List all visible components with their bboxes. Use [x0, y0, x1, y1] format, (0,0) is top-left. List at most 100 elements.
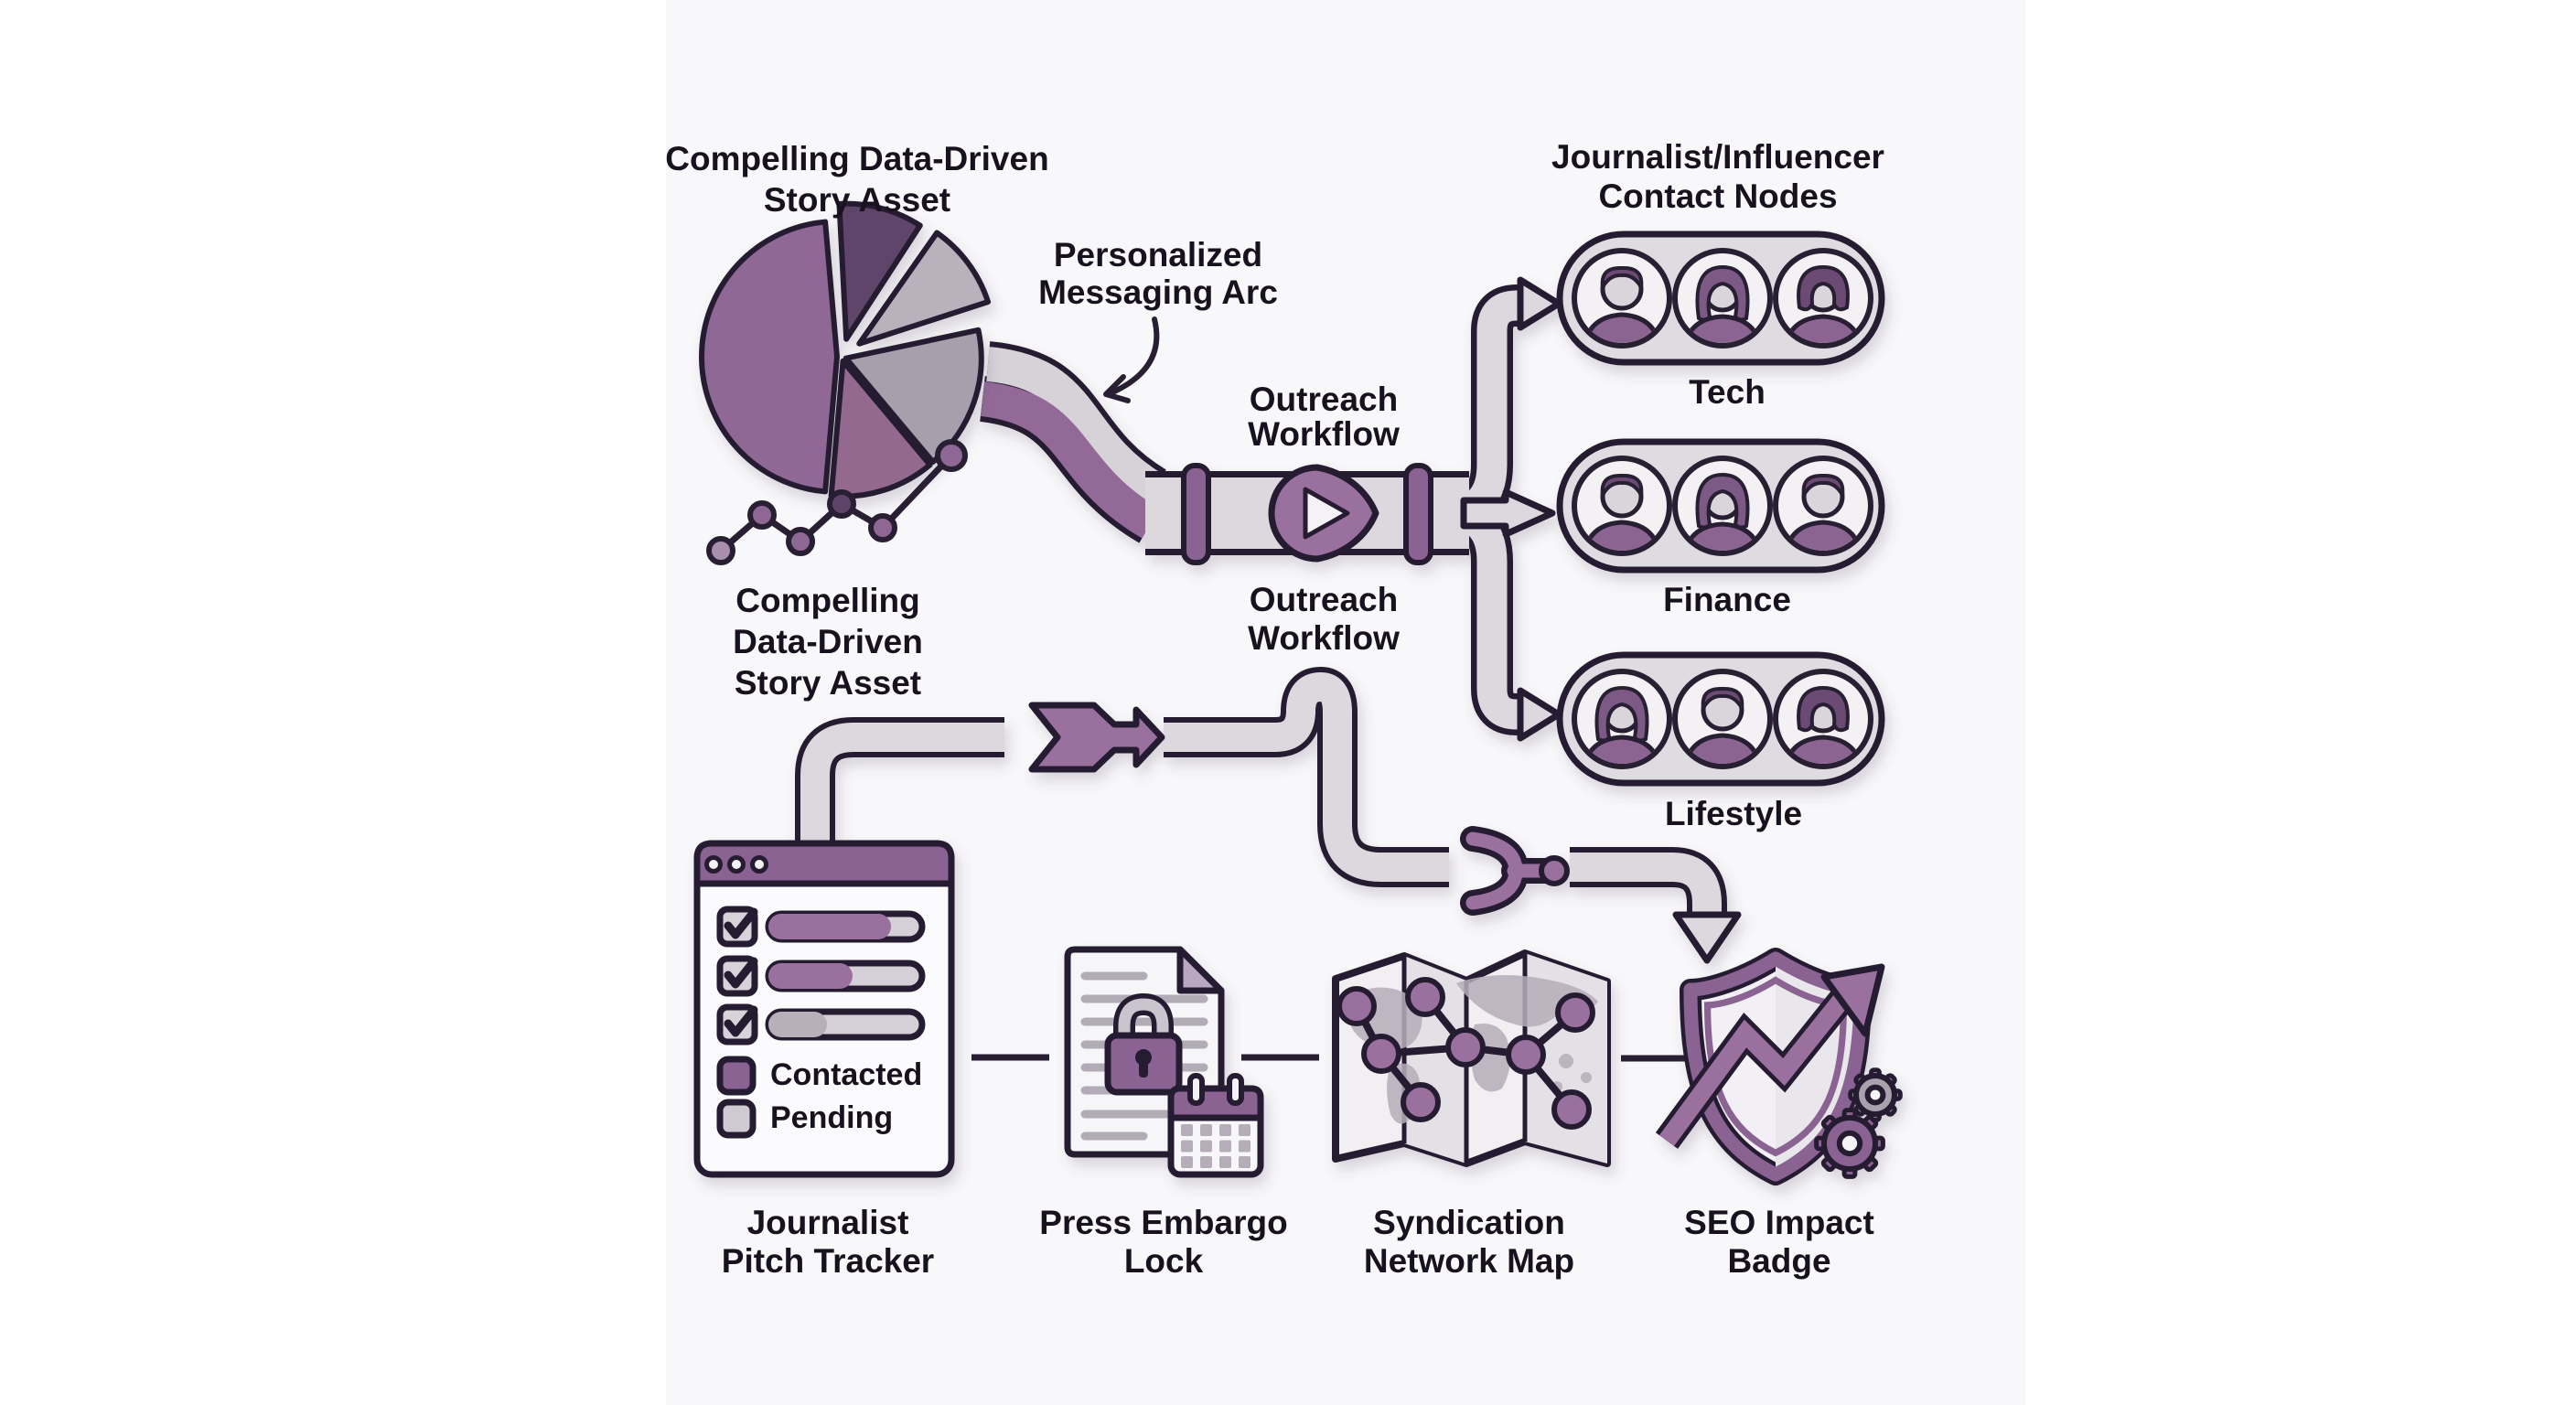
line-chart-dot — [827, 489, 856, 519]
map-label-line1: Syndication — [1373, 1204, 1565, 1241]
story-asset-side-line3: Story Asset — [735, 664, 921, 702]
window-dot-icon — [750, 855, 768, 874]
pie-slice — [856, 230, 992, 347]
legend-swatch — [716, 1056, 757, 1096]
pill-finance-label: Finance — [1663, 581, 1791, 618]
network-node — [1445, 1027, 1486, 1067]
avatar-icon — [1776, 251, 1871, 348]
calendar-grid — [1181, 1124, 1250, 1168]
arrowhead-to-lifestyle — [1517, 687, 1562, 742]
line-chart-dot — [935, 439, 968, 472]
network-node — [1506, 1035, 1546, 1075]
legend-pending-label: Pending — [770, 1100, 893, 1135]
outreach-bottom-label-line1: Outreach — [1250, 581, 1398, 618]
window-dot-icon — [704, 855, 723, 874]
progress-fill — [768, 914, 891, 939]
calendar-day-cell — [1181, 1124, 1193, 1136]
line-chart-dot — [786, 527, 815, 556]
embargo-label-line2: Lock — [1124, 1242, 1204, 1280]
syndication-map-icon — [1332, 949, 1611, 1167]
embargo-label-line1: Press Embargo — [1039, 1204, 1287, 1241]
outreach-top-label-line1: Outreach — [1250, 381, 1398, 418]
arrowhead-to-finance — [1460, 488, 1556, 538]
network-node — [1336, 986, 1377, 1026]
pipe-collar-right — [1403, 463, 1433, 565]
progress-fill — [768, 963, 853, 989]
folded-corner-icon — [1176, 946, 1225, 994]
gear-icon — [1814, 1108, 1885, 1179]
card-title-bar — [693, 840, 955, 887]
calendar-day-cell — [1200, 1124, 1212, 1136]
pie-slice — [836, 200, 923, 342]
arrowhead-to-tech — [1517, 276, 1562, 331]
pipe-collar-left — [1181, 463, 1211, 565]
checkmark-icon — [724, 957, 758, 989]
pie-slice — [698, 219, 840, 495]
calendar-day-cell — [1219, 1140, 1231, 1153]
calendar-day-cell — [1219, 1124, 1231, 1136]
play-button-icon — [1268, 464, 1379, 563]
messaging-arc-label-line2: Messaging Arc — [1038, 273, 1278, 311]
calendar-day-cell — [1181, 1156, 1193, 1168]
calendar-day-cell — [1200, 1156, 1212, 1168]
hairpin-pipe — [1164, 671, 1449, 882]
gear-icons — [1814, 1067, 1903, 1179]
map-label-line2: Network Map — [1364, 1242, 1574, 1280]
checkmark-icon — [724, 907, 758, 939]
story-asset-title-line1: Compelling Data-Driven — [665, 140, 1048, 177]
avatar-icon — [1574, 671, 1669, 768]
play-triangle-icon — [1303, 487, 1350, 540]
gear-icon — [1848, 1067, 1903, 1122]
line-chart-dot — [868, 513, 897, 542]
lock-icon — [1104, 992, 1183, 1096]
line-chart-dot — [747, 500, 777, 530]
tracker-elbow-pipe — [800, 723, 1004, 849]
pill-lifestyle — [1556, 651, 1885, 787]
legend-contacted-label: Contacted — [770, 1057, 922, 1092]
checkmark-icon — [724, 1005, 758, 1037]
calendar-icon — [1167, 1073, 1264, 1178]
avatar-icon — [1675, 671, 1770, 768]
outreach-bottom-label-line2: Workflow — [1248, 619, 1400, 657]
network-nodes — [1336, 977, 1595, 1130]
fork-fitting-icon — [1460, 826, 1570, 916]
contact-nodes-title-line1: Journalist/Influencer — [1551, 138, 1884, 176]
badge-pipe — [1570, 853, 1722, 917]
outreach-top-label-line2: Workflow — [1248, 415, 1400, 453]
calendar-ring-icon — [1227, 1073, 1244, 1106]
pill-finance — [1556, 438, 1885, 574]
line-chart-dot — [706, 536, 735, 565]
chevron-arrow-icon — [1028, 702, 1165, 773]
story-asset-side-line2: Data-Driven — [733, 623, 923, 660]
avatar-icon — [1574, 251, 1669, 348]
annotation-arrow — [1103, 316, 1160, 403]
legend-swatch — [716, 1099, 757, 1139]
calendar-day-cell — [1239, 1156, 1250, 1168]
arrowhead-to-badge — [1672, 911, 1742, 964]
messaging-arc-label-line1: Personalized — [1054, 236, 1262, 273]
calendar-day-cell — [1181, 1140, 1193, 1153]
network-node — [1551, 1089, 1592, 1130]
badge-label-line2: Badge — [1727, 1242, 1830, 1280]
pill-lifestyle-label: Lifestyle — [1665, 795, 1802, 832]
calendar-day-cell — [1200, 1140, 1212, 1153]
avatar-icon — [1776, 458, 1871, 555]
tracker-label-line1: Journalist — [747, 1204, 909, 1241]
tracker-label-line2: Pitch Tracker — [722, 1242, 934, 1280]
messaging-arc-ribbon — [979, 341, 1167, 543]
network-node — [1401, 1082, 1441, 1122]
badge-label-line1: SEO Impact — [1684, 1204, 1874, 1241]
story-asset-side-line1: Compelling — [735, 582, 919, 619]
pitch-tracker-card — [693, 840, 955, 1178]
growth-arrow-icon — [1655, 963, 1885, 1149]
pipe-network — [795, 276, 1742, 964]
story-asset-title-line2: Story Asset — [764, 181, 950, 219]
tracker-legend — [716, 1056, 757, 1139]
contact-nodes-title-line2: Contact Nodes — [1598, 177, 1837, 215]
avatar-icon — [1675, 251, 1770, 348]
avatar-icon — [1675, 458, 1770, 555]
calendar-day-cell — [1219, 1156, 1231, 1168]
pill-tech — [1556, 231, 1885, 366]
